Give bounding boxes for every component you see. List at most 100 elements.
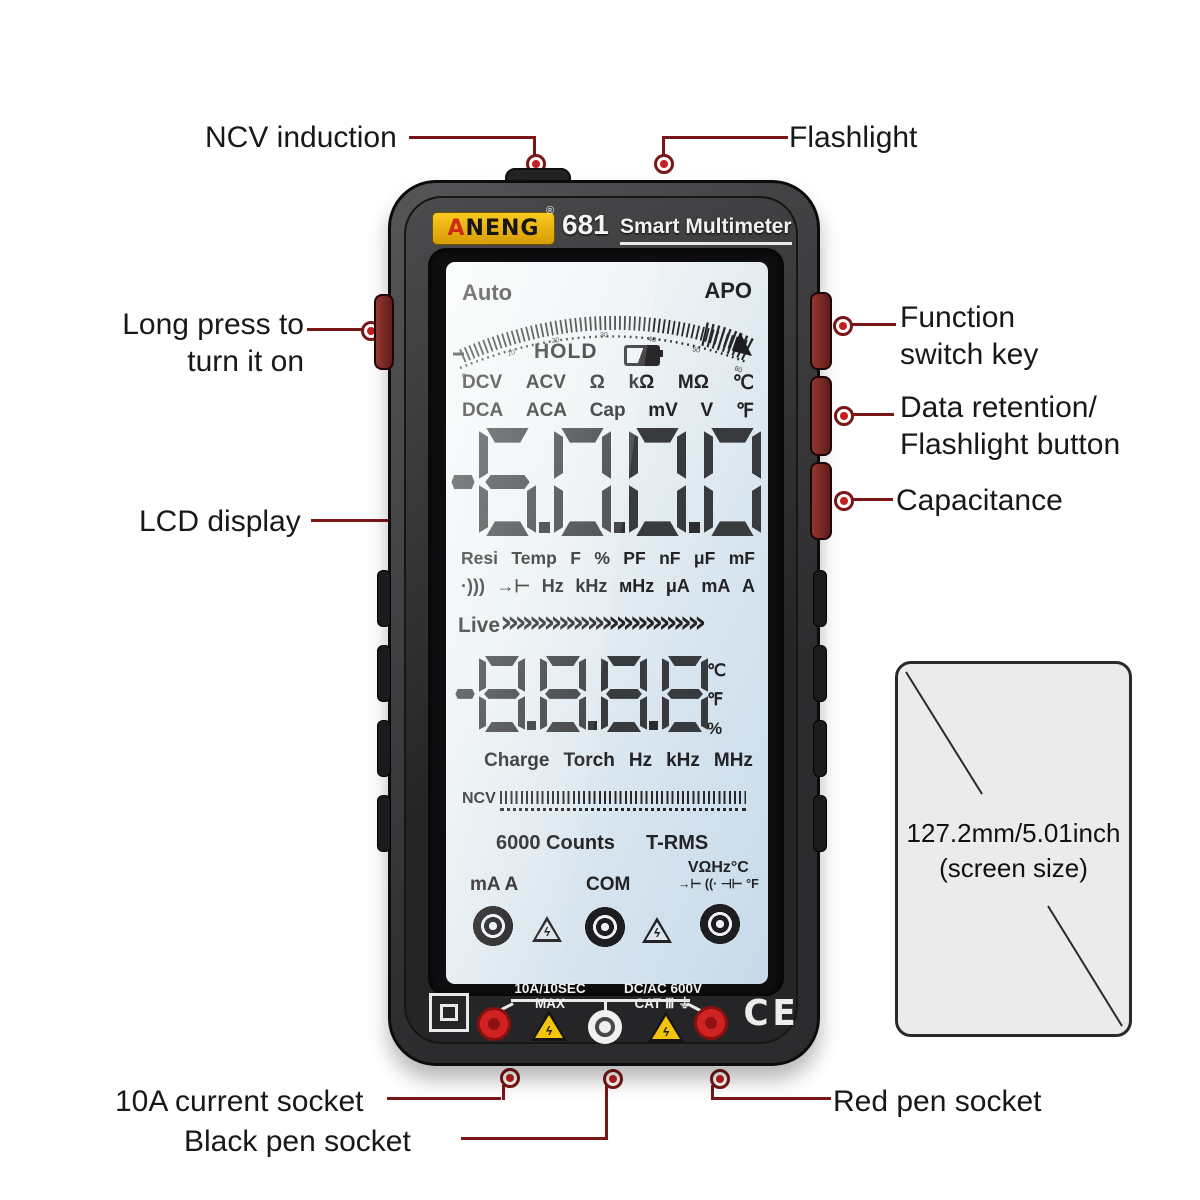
line-ncv — [409, 136, 535, 139]
status-row: Charge Torch Hz kHz MHz — [484, 750, 753, 772]
continuity-buzzer-icon: ·))) — [461, 576, 485, 596]
capacitance-button[interactable] — [810, 462, 832, 540]
svg-text:0: 0 — [462, 373, 466, 380]
mode-fahrenheit: ℉ — [735, 401, 754, 422]
warning-triangle-icon: ϟ — [642, 917, 672, 943]
grip-ridge — [813, 570, 827, 627]
line-red-pen — [711, 1097, 831, 1100]
label-long-press-line2: turn it on — [187, 345, 304, 378]
mode-dcv: DCV — [462, 372, 503, 393]
label-flashlight: Flashlight — [789, 121, 918, 154]
label-data-retention-line1: Data retention/ — [900, 391, 1097, 424]
label-lcd-display: LCD display — [139, 505, 301, 538]
registered-mark: ® — [546, 205, 555, 217]
svg-text:30: 30 — [600, 332, 608, 339]
grip-ridge — [813, 720, 827, 777]
primary-reading — [451, 426, 761, 536]
dot-10a-socket — [500, 1068, 520, 1088]
unit-a: A — [741, 576, 755, 596]
grip-ridge — [377, 570, 391, 627]
battery-icon — [624, 345, 663, 366]
counts-label: 6000 Counts — [496, 832, 615, 854]
line-flashlight-drop — [662, 136, 665, 156]
fuse-rating-label: 10A/10SEC MAX — [504, 981, 596, 1011]
label-long-press: Long press to turn it on — [98, 306, 304, 380]
ce-mark: CE — [743, 993, 800, 1034]
unit-percent: % — [594, 548, 610, 568]
line-red-pen-drop — [711, 1085, 714, 1100]
jack-volt-ohm[interactable] — [698, 902, 742, 946]
svg-text:60: 60 — [733, 365, 743, 374]
line-10a-drop — [502, 1085, 505, 1100]
screen-size-caption: (screen size) — [939, 853, 1088, 883]
mode-dca: DCA — [462, 400, 504, 421]
jack-label-symbols: →⊢ ((· ⊣⊢ °F — [678, 877, 759, 891]
mode-celsius: ℃ — [732, 373, 754, 394]
dot-function-key — [833, 316, 853, 336]
grip-ridge — [813, 645, 827, 702]
jack-ma-a[interactable] — [471, 904, 515, 948]
line-long-press — [307, 328, 365, 331]
mode-kohm: kΩ — [628, 372, 655, 393]
brand-name: ANENG — [447, 216, 540, 241]
svg-text:50: 50 — [692, 346, 701, 355]
fuse-rating-line1: 10A/10SEC — [514, 981, 586, 996]
label-red-pen-socket: Red pen socket — [833, 1085, 1042, 1118]
status-mhz: MHz — [713, 750, 753, 771]
line-black-pen-drop — [605, 1085, 608, 1140]
label-long-press-line1: Long press to — [122, 308, 304, 341]
socket-red-pen[interactable] — [694, 1006, 728, 1040]
line-function — [851, 323, 896, 326]
hold-flashlight-button[interactable] — [810, 376, 832, 456]
double-insulation-icon — [429, 993, 469, 1032]
product-name: Smart Multimeter — [620, 215, 792, 245]
label-data-retention: Data retention/ Flashlight button — [900, 389, 1120, 463]
label-function-line1: Function — [900, 301, 1016, 334]
dot-red-pen-socket — [710, 1069, 730, 1089]
line-capacitance — [852, 498, 893, 501]
status-charge: Charge — [484, 750, 550, 771]
unit-khz: kHz — [575, 576, 608, 596]
label-capacitance: Capacitance — [896, 484, 1063, 517]
hold-indicator: HOLD — [534, 340, 598, 363]
screen-size-box: 127.2mm/5.01inch (screen size) — [895, 661, 1132, 1037]
jack-com[interactable] — [583, 905, 627, 949]
svg-text:40: 40 — [648, 336, 657, 344]
unit-mf: mF — [728, 548, 755, 568]
function-switch-button[interactable] — [810, 292, 832, 370]
line-data-retention — [852, 413, 894, 416]
jack-label-ma-a: mA A — [470, 874, 519, 895]
voltage-rating-label: DC/AC 600V CAT Ⅲ ⏚ — [612, 981, 714, 1011]
diode-icon: →⊢ — [496, 576, 531, 596]
label-function-key: Function switch key — [900, 299, 1038, 373]
unit-f: F — [570, 548, 581, 568]
voltage-rating-line1: DC/AC 600V — [623, 981, 703, 996]
unit-mhz: мHz — [618, 576, 655, 596]
line-ncv-drop — [533, 136, 536, 156]
line-flashlight — [662, 136, 788, 139]
mode-cap: Cap — [589, 400, 626, 421]
mode-mv: mV — [648, 400, 678, 421]
secondary-reading — [455, 654, 708, 732]
unit-fahrenheit: ℉ — [707, 690, 724, 709]
unit-temp: Temp — [511, 548, 557, 568]
mode-acv: ACV — [525, 372, 566, 393]
status-khz: kHz — [666, 750, 700, 771]
unit-ua: μA — [665, 576, 690, 596]
label-function-line2: switch key — [900, 338, 1039, 371]
power-button[interactable] — [374, 294, 394, 370]
warning-triangle-icon: ϟ — [532, 916, 562, 942]
line-lcd — [311, 519, 453, 522]
jack-label-vohm: VΩHz°C — [687, 859, 749, 876]
dot-black-pen-socket — [603, 1069, 623, 1089]
socket-black-pen[interactable] — [588, 1010, 622, 1044]
unit-percent-2: % — [707, 719, 723, 738]
line-black-pen — [461, 1137, 606, 1140]
unit-row-2: ·))) →⊢ Hz kHz мHz μA mA A — [461, 576, 755, 597]
bracket-line — [607, 999, 690, 1002]
unit-uf: μF — [693, 548, 716, 568]
bracket-line — [511, 999, 607, 1002]
grip-ridge — [377, 645, 391, 702]
label-black-pen-socket: Black pen socket — [184, 1125, 411, 1158]
socket-10a-current[interactable] — [477, 1007, 511, 1041]
